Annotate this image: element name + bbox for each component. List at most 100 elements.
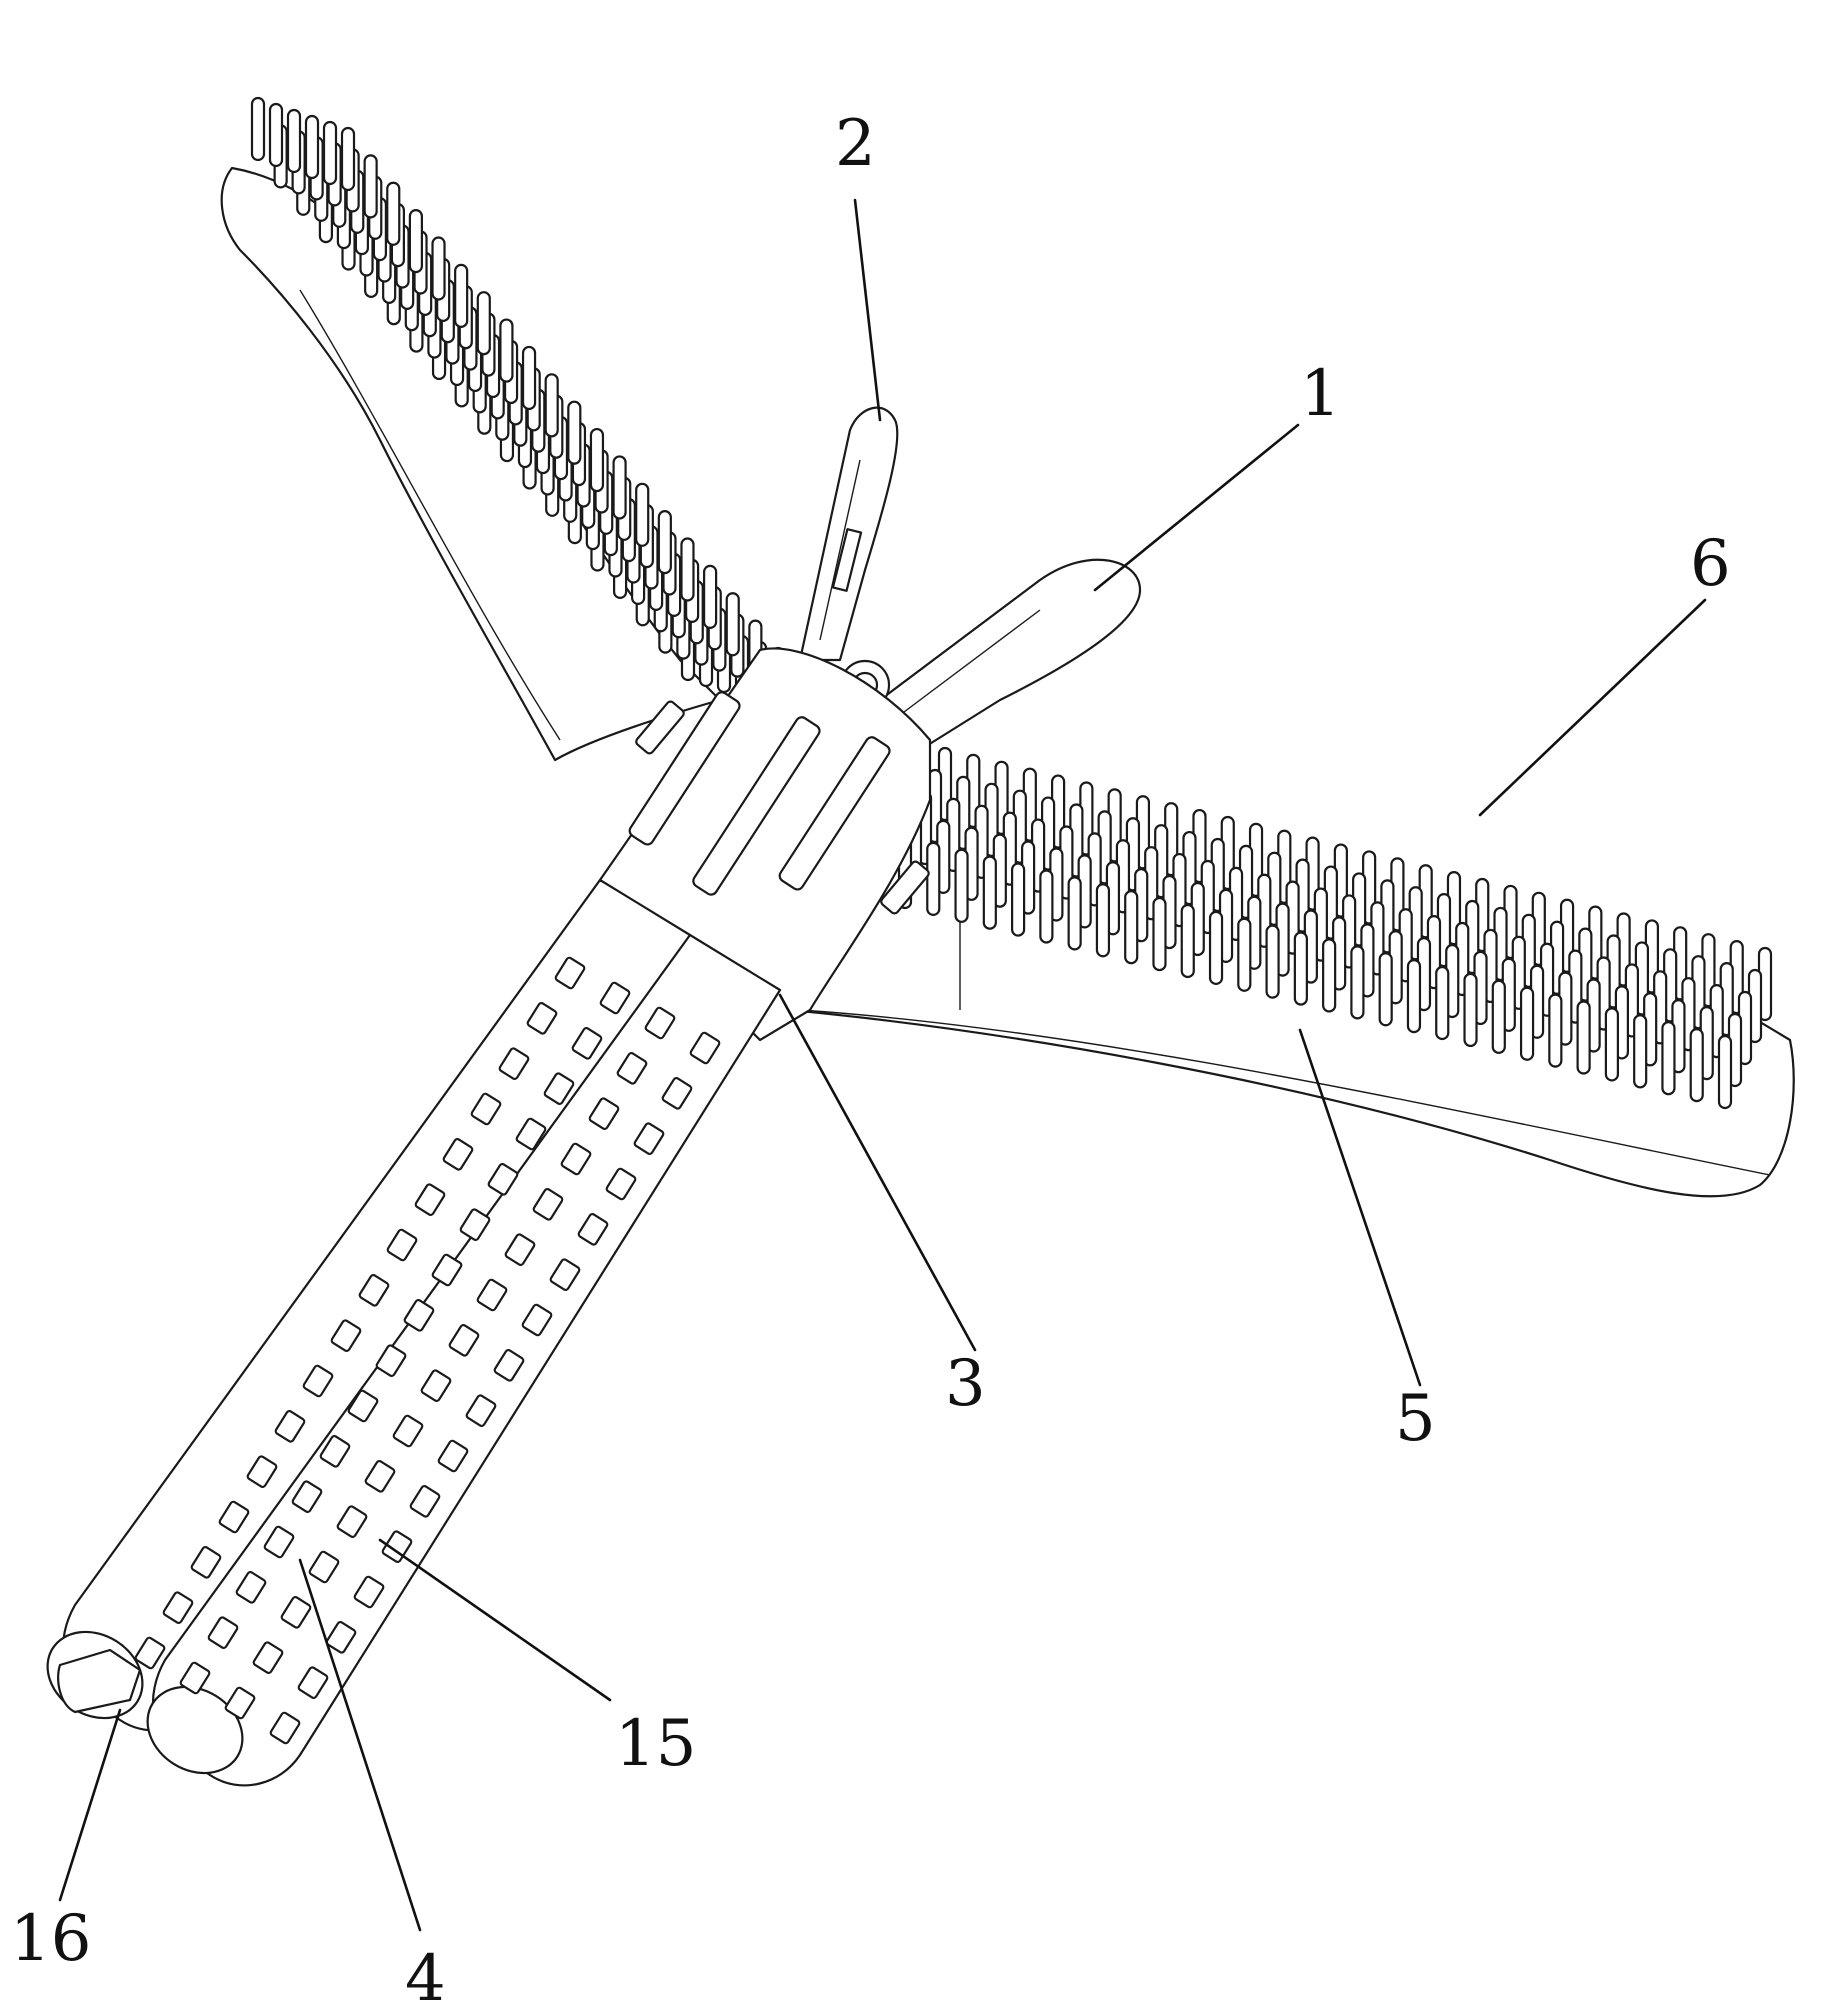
vent-slot — [616, 1052, 648, 1085]
vent-slot — [330, 1319, 362, 1352]
bristle — [499, 318, 514, 383]
vent-slot — [224, 1686, 256, 1720]
callout-3: 3 — [945, 1347, 986, 1421]
vent-slot — [280, 1596, 312, 1629]
bristle — [250, 96, 266, 162]
bristle — [1717, 1034, 1733, 1110]
bristle — [567, 400, 582, 465]
bristle — [386, 181, 401, 246]
bristle — [431, 236, 446, 301]
vent-slot — [459, 1208, 491, 1241]
upper-comb-bristles — [250, 96, 786, 712]
bristle — [1350, 945, 1365, 1020]
vent-slot — [162, 1591, 194, 1624]
vent-slot — [431, 1253, 463, 1287]
vent-slot — [336, 1505, 368, 1538]
bristle — [408, 209, 423, 274]
bristle — [725, 592, 740, 657]
vent-slot — [515, 1117, 547, 1151]
bristle — [982, 855, 997, 930]
bristle — [1491, 979, 1506, 1054]
bristle — [1548, 993, 1563, 1068]
vent-slot — [543, 1072, 575, 1105]
bristle — [657, 510, 672, 575]
vent-slot — [599, 981, 631, 1015]
vent-slot — [470, 1092, 502, 1126]
vent-slot — [274, 1410, 306, 1443]
callouts: 1 2 3 4 5 6 15 16 — [10, 107, 1731, 2007]
vent-slot — [207, 1616, 239, 1649]
bristle — [1265, 924, 1280, 999]
bristle — [544, 373, 559, 438]
lower-comb-bristles — [897, 746, 1773, 1110]
vent-slot — [246, 1455, 278, 1488]
tube-handle — [46, 878, 782, 1787]
vent-slot — [347, 1389, 379, 1423]
vent-slot — [297, 1666, 329, 1699]
vent-slot — [218, 1500, 250, 1534]
vent-slot — [437, 1439, 469, 1473]
bristle — [1011, 862, 1026, 937]
bristle — [1067, 876, 1082, 951]
vent-slot — [302, 1364, 334, 1398]
bristle — [322, 120, 338, 186]
clip-tab — [57, 1648, 142, 1714]
vent-slot — [605, 1167, 637, 1201]
vent-slot — [235, 1571, 267, 1604]
vent-slot — [291, 1480, 323, 1513]
bristle — [1604, 1007, 1619, 1082]
bristle — [703, 564, 718, 629]
vent-slot — [689, 1031, 721, 1065]
bristle — [1463, 972, 1478, 1048]
bristle — [635, 482, 650, 547]
callout-2: 2 — [835, 107, 876, 181]
vent-slot — [554, 956, 586, 990]
bristle — [454, 263, 469, 328]
vent-slot — [134, 1636, 166, 1670]
tube-vents — [134, 956, 721, 1745]
bristle — [304, 114, 320, 180]
bristle — [476, 291, 491, 356]
bristle — [363, 154, 378, 219]
vent-slot — [353, 1575, 385, 1609]
vent-slot — [403, 1299, 435, 1332]
bristle — [926, 841, 941, 916]
finger-handle-1 — [878, 558, 1142, 752]
vent-slot — [571, 1027, 603, 1060]
vent-slot — [252, 1641, 284, 1674]
bristle — [680, 537, 695, 602]
bristle — [268, 102, 284, 168]
vent-slot — [577, 1213, 609, 1246]
vent-slot — [442, 1138, 474, 1171]
callout-6: 6 — [1690, 527, 1731, 601]
vent-slot — [493, 1349, 525, 1382]
vent-slot — [532, 1188, 564, 1221]
bristle — [340, 126, 356, 192]
bristle — [954, 848, 969, 923]
vent-slot — [526, 1002, 558, 1035]
vent-slot — [633, 1122, 665, 1155]
callout-1: 1 — [1300, 357, 1341, 431]
vent-slot — [521, 1303, 553, 1337]
vent-slot — [661, 1077, 693, 1110]
vent-slot — [504, 1233, 536, 1266]
vent-slot — [549, 1258, 581, 1291]
bristle — [1208, 910, 1224, 985]
bristle — [1293, 931, 1308, 1006]
vent-slot — [414, 1183, 446, 1216]
vent-slot — [420, 1369, 452, 1402]
upper-comb — [220, 96, 786, 762]
bristle — [1180, 903, 1195, 979]
vent-slot — [364, 1460, 396, 1493]
callout-16: 16 — [10, 1902, 91, 1976]
vent-slot — [560, 1142, 592, 1176]
vent-slot — [386, 1228, 418, 1262]
vent-slot — [375, 1344, 407, 1377]
callout-4: 4 — [405, 1942, 446, 2007]
vent-slot — [644, 1006, 676, 1040]
bristle — [1039, 869, 1054, 944]
vent-slot — [179, 1661, 211, 1695]
bristle — [1519, 986, 1535, 1061]
vent-slot — [325, 1621, 357, 1654]
bristle — [1633, 1014, 1648, 1089]
